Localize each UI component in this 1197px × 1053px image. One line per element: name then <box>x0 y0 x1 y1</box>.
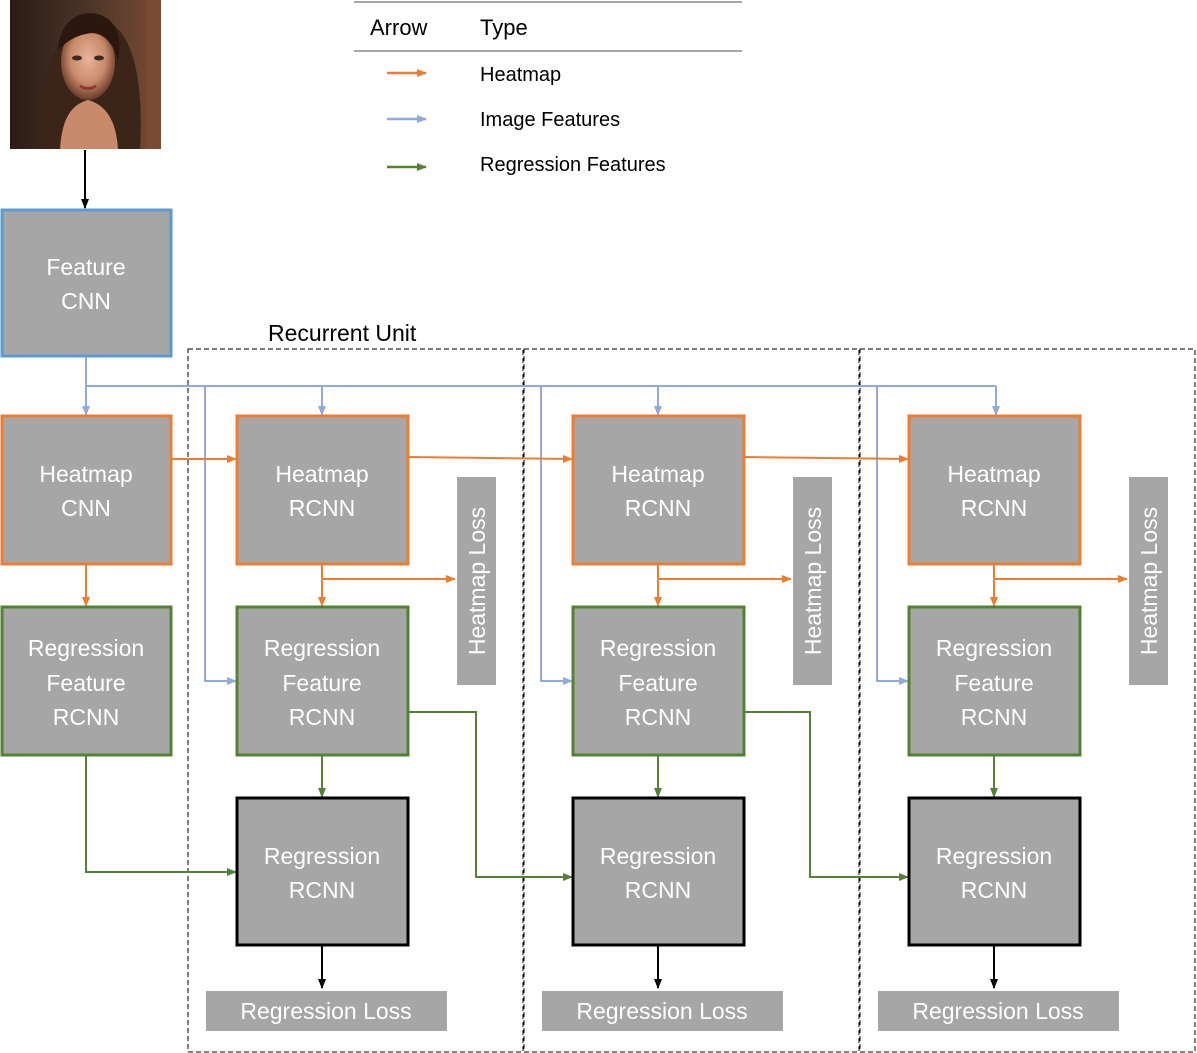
legend-regression-features-label: Regression Features <box>480 154 666 176</box>
regression-rcnn-line2: RCNN <box>289 877 355 903</box>
regression-loss-arrows <box>318 946 998 989</box>
heatmap-rcnn-block <box>907 414 1082 566</box>
regression-loss-label: Regression Loss <box>240 998 411 1024</box>
heatmap-rcnn-block <box>571 414 746 566</box>
heatmap-cnn-line2: CNN <box>61 495 111 521</box>
regression-rcnn-line2: RCNN <box>625 877 691 903</box>
regression-feature-rcnn-line2: Feature <box>954 670 1033 696</box>
regression-feature-init-line1: Regression <box>28 635 144 661</box>
legend-header-type: Type <box>480 15 528 40</box>
regression-feature-rcnn-line1: Regression <box>936 635 1052 661</box>
regression-feature-rcnn-line3: RCNN <box>625 704 691 730</box>
regression-rcnn-block <box>907 796 1082 947</box>
regression-feature-arrows <box>85 711 998 881</box>
regression-rcnn-line1: Regression <box>936 843 1052 869</box>
legend-header-arrow: Arrow <box>370 15 428 40</box>
heatmap-loss-label: Heatmap Loss <box>464 507 490 655</box>
heatmap-arrows <box>82 454 1128 607</box>
regression-feature-rcnn-line2: Feature <box>618 670 697 696</box>
legend-heatmap-label: Heatmap <box>480 64 561 86</box>
recurrent-unit-2: Heatmap RCNN Heatmap Loss Regression Fea… <box>542 414 832 1031</box>
regression-feature-init-line2: Feature <box>46 670 125 696</box>
regression-feature-rcnn-block <box>235 605 410 757</box>
regression-feature-rcnn-line3: RCNN <box>961 704 1027 730</box>
regression-loss-block <box>206 991 447 1031</box>
heatmap-rcnn-line1: Heatmap <box>947 461 1040 487</box>
recurrent-unit-label: Recurrent Unit <box>268 320 417 346</box>
regression-feature-rcnn-line1: Regression <box>264 635 380 661</box>
regression-rcnn-line1: Regression <box>600 843 716 869</box>
face-photo-icon <box>10 0 161 149</box>
heatmap-rcnn-line1: Heatmap <box>275 461 368 487</box>
recurrent-unit-frame-2 <box>523 348 860 1053</box>
regression-feature-init-block: Regression Feature RCNN <box>0 605 173 757</box>
heatmap-loss-label: Heatmap Loss <box>1136 507 1162 655</box>
heatmap-loss-block <box>793 477 832 685</box>
regression-loss-label: Regression Loss <box>576 998 747 1024</box>
heatmap-rcnn-block <box>235 414 410 566</box>
legend-image-features-label: Image Features <box>480 109 620 131</box>
heatmap-rcnn-line2: RCNN <box>289 495 355 521</box>
regression-loss-label: Regression Loss <box>912 998 1083 1024</box>
heatmap-cnn-block: Heatmap CNN <box>0 414 173 566</box>
heatmap-rcnn-line2: RCNN <box>625 495 691 521</box>
recurrent-unit-1: Heatmap RCNN Heatmap Loss Regression Fea… <box>206 414 496 1031</box>
image-feature-arrows <box>82 357 1000 685</box>
regression-rcnn-block <box>235 796 410 947</box>
heatmap-loss-block <box>1129 477 1168 685</box>
regression-feature-rcnn-line1: Regression <box>600 635 716 661</box>
heatmap-loss-label: Heatmap Loss <box>800 507 826 655</box>
heatmap-rcnn-line1: Heatmap <box>611 461 704 487</box>
regression-rcnn-line2: RCNN <box>961 877 1027 903</box>
feature-cnn-line2: CNN <box>61 288 111 314</box>
regression-feature-init-line3: RCNN <box>53 704 119 730</box>
regression-feature-rcnn-line2: Feature <box>282 670 361 696</box>
regression-rcnn-block <box>571 796 746 947</box>
regression-loss-block <box>542 991 783 1031</box>
regression-loss-block <box>878 991 1119 1031</box>
recurrent-unit-3: Heatmap RCNN Heatmap Loss Regression Fea… <box>878 414 1168 1031</box>
regression-feature-rcnn-line3: RCNN <box>289 704 355 730</box>
recurrent-unit-frame-3 <box>859 348 1196 1053</box>
heatmap-cnn-line1: Heatmap <box>39 461 132 487</box>
heatmap-rcnn-line2: RCNN <box>961 495 1027 521</box>
regression-rcnn-line1: Regression <box>264 843 380 869</box>
regression-feature-rcnn-block <box>907 605 1082 757</box>
regression-feature-rcnn-block <box>571 605 746 757</box>
heatmap-loss-block <box>457 477 496 685</box>
feature-cnn-line1: Feature <box>46 254 125 280</box>
legend: Arrow Type Heatmap Image Features Regres… <box>354 1 742 176</box>
feature-cnn-block: Feature CNN <box>0 208 173 358</box>
recurrent-unit-frame-1 <box>187 348 524 1053</box>
